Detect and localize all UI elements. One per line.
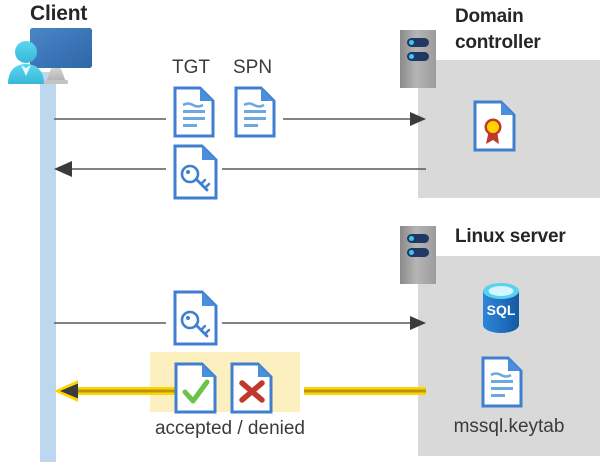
svg-text:SQL: SQL <box>487 302 516 318</box>
message-arrow-service-request <box>54 312 426 334</box>
server-led-bar <box>407 234 429 243</box>
server-led-bar <box>407 38 429 47</box>
server-led-bar <box>407 52 429 61</box>
page-title-domain-controller: Domain controller <box>455 4 600 56</box>
domain-controller-title-line2: controller <box>455 32 541 53</box>
message-arrow-auth-result <box>54 380 426 402</box>
document-key-icon-ticket <box>173 144 219 205</box>
domain-controller-title-line1: Domain <box>455 6 524 27</box>
server-led-bar <box>407 248 429 257</box>
document-icon-spn <box>234 86 276 143</box>
user-computer-icon <box>4 24 100 90</box>
document-icon-tgt <box>173 86 215 143</box>
page-title-client: Client <box>30 2 88 25</box>
sql-database-icon: SQL <box>477 282 525 339</box>
label-spn: SPN <box>233 57 273 78</box>
label-accepted-denied: accepted / denied <box>154 418 305 439</box>
document-certificate-icon <box>473 100 517 157</box>
document-icon-keytab <box>481 356 523 413</box>
message-arrow-ticket-response <box>54 158 426 180</box>
message-arrow-request <box>54 108 426 130</box>
label-tgt: TGT <box>172 57 210 78</box>
client-lifeline <box>40 72 56 462</box>
label-mssql-keytab: mssql.keytab <box>453 416 565 437</box>
linux-server-icon <box>400 226 436 284</box>
page-title-linux-server: Linux server <box>455 226 566 247</box>
document-check-icon-accepted <box>174 362 218 419</box>
domain-controller-server-icon <box>400 30 436 88</box>
document-x-icon-denied <box>230 362 274 419</box>
document-key-icon-service-ticket <box>173 290 219 351</box>
